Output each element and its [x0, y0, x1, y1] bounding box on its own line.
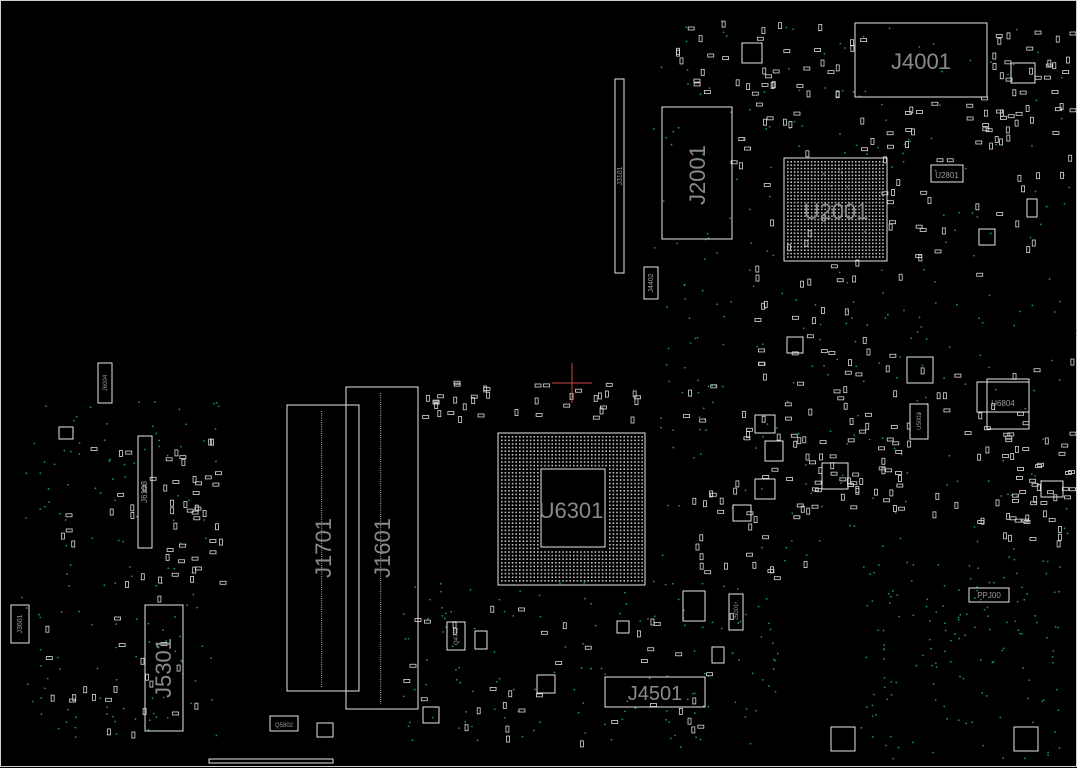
chip-u-misc-10 — [754, 414, 776, 434]
q5802-outline[interactable] — [269, 715, 299, 732]
chip-u-misc-11 — [764, 440, 784, 462]
chip-u-misc-13 — [732, 504, 752, 522]
pad-square-left — [830, 726, 856, 752]
chip-u-misc-6 — [682, 590, 706, 622]
j4001-label: J4001 — [891, 49, 951, 74]
q5802-label: Q5802 — [275, 723, 294, 729]
chip-u-misc-3 — [741, 42, 763, 64]
j1601-outline[interactable] — [345, 386, 419, 710]
pad-square-right — [1013, 726, 1039, 752]
u6301-label: U6301 — [539, 498, 604, 523]
chip-u-misc-1 — [906, 356, 934, 384]
j3601-outline[interactable] — [10, 604, 30, 644]
u5002-outline[interactable] — [909, 403, 929, 440]
j1701-outline[interactable] — [286, 404, 360, 692]
chip-u-misc-4 — [1010, 62, 1036, 84]
j5001-outline[interactable] — [728, 593, 744, 631]
j6103-label: J6103 — [140, 481, 149, 503]
chip-u-misc-18 — [316, 722, 334, 738]
chip-u-misc-2 — [821, 462, 849, 490]
j3101-label: J3101 — [617, 166, 624, 185]
q4702-outline[interactable] — [446, 621, 466, 651]
u5002-label: U5002 — [917, 412, 923, 430]
j2001-label: J2001 — [685, 145, 710, 205]
chip-u-misc-8 — [536, 674, 556, 694]
j3601-label: J3601 — [17, 614, 24, 633]
bottom-edge-strip — [208, 758, 334, 764]
j4402-label: J4402 — [648, 273, 655, 292]
u2801-label: U2801 — [935, 171, 959, 180]
j5301-outline[interactable] — [144, 604, 184, 732]
j6004-label: J6004 — [103, 374, 109, 391]
chip-u-misc-19 — [711, 646, 725, 664]
ppj00-label: PPJ00 — [977, 591, 1001, 600]
u6301-inner-cutout — [540, 468, 606, 548]
j5001-label: J5001 — [734, 603, 740, 620]
u6301-ball-grid — [501, 436, 643, 582]
j1701-label: J1701 — [311, 518, 336, 578]
u2801-outline[interactable] — [930, 164, 964, 183]
dimm-pin-rows — [321, 393, 382, 705]
j2001-outline[interactable] — [661, 106, 733, 240]
u2001-ball-grid — [787, 161, 884, 258]
j6004-outline[interactable] — [97, 362, 113, 404]
j5301-label: J5301 — [151, 638, 176, 698]
j4001-outline[interactable] — [854, 22, 988, 98]
j4402-outline[interactable] — [643, 266, 659, 300]
chip-u-misc-5 — [786, 336, 804, 354]
j4501-outline[interactable] — [604, 676, 706, 708]
u2001-outline[interactable] — [783, 157, 888, 262]
j6103-outline[interactable] — [137, 435, 153, 549]
chip-u-misc-15 — [1026, 198, 1038, 218]
chip-u-misc-14 — [978, 228, 996, 246]
u6804-outline-b — [986, 378, 1030, 430]
chip-u-misc-17 — [58, 426, 74, 440]
u6301-outline[interactable] — [497, 432, 646, 586]
u6804-label: U6804 — [991, 399, 1015, 408]
chip-u-misc-16 — [1040, 480, 1064, 498]
via-dots — [21, 20, 1077, 760]
chip-u-misc-7 — [474, 630, 488, 650]
chip-u-misc-20 — [616, 620, 630, 634]
j3101-outline[interactable] — [614, 78, 625, 274]
u2001-label: U2001 — [804, 199, 869, 224]
crosshair-cursor — [552, 363, 592, 403]
ppj00-outline[interactable] — [968, 587, 1010, 603]
chip-u-misc-9 — [422, 706, 440, 724]
chip-u-misc-12 — [754, 478, 776, 500]
small-component-pads — [45, 20, 1077, 748]
j4501-label: J4501 — [628, 683, 683, 705]
j1601-label: J1601 — [370, 518, 395, 578]
q4702-label: Q4702 — [454, 626, 460, 645]
